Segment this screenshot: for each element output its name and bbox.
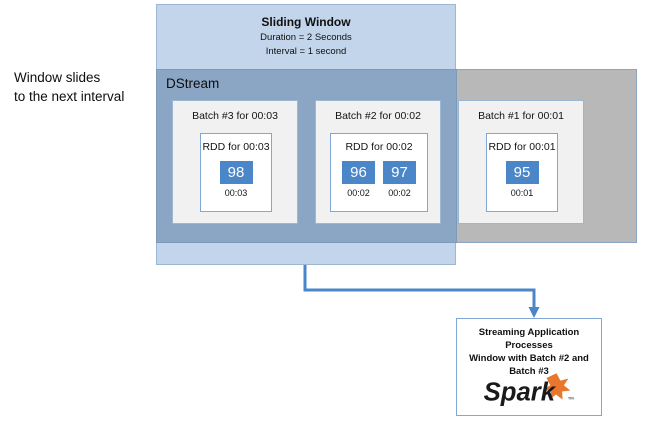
dstream-label: DStream bbox=[166, 76, 220, 91]
window-slides-caption: Window slides to the next interval bbox=[14, 70, 125, 104]
rdd-title: RDD for 00:03 bbox=[202, 141, 270, 153]
rdd-cell-value: 95 bbox=[505, 161, 539, 184]
svg-text:™: ™ bbox=[567, 396, 574, 403]
rdd-title: RDD for 00:01 bbox=[488, 141, 556, 153]
rdd-cells: 95 00:01 bbox=[487, 161, 557, 198]
rdd-cell-time: 00:01 bbox=[510, 188, 534, 198]
rdd-cell: 95 00:01 bbox=[505, 161, 539, 198]
rdd-cell-value: 96 bbox=[342, 161, 375, 184]
rdd-box: RDD for 00:02 96 00:02 97 00:02 bbox=[330, 133, 428, 212]
rdd-cell: 96 00:02 bbox=[342, 161, 375, 198]
rdd-cell-value: 97 bbox=[383, 161, 416, 184]
batch-box-2: Batch #2 for 00:02 RDD for 00:02 96 00:0… bbox=[315, 100, 441, 224]
spark-wordmark: Spark bbox=[484, 378, 557, 406]
rdd-cell-value: 98 bbox=[219, 161, 253, 184]
rdd-title: RDD for 00:02 bbox=[345, 141, 413, 153]
rdd-cells: 98 00:03 bbox=[201, 161, 271, 198]
sliding-window-title: Sliding Window bbox=[261, 15, 351, 29]
batch-title: Batch #2 for 00:02 bbox=[335, 110, 421, 122]
batch-box-3: Batch #3 for 00:03 RDD for 00:03 98 00:0… bbox=[172, 100, 298, 224]
rdd-box: RDD for 00:03 98 00:03 bbox=[200, 133, 272, 212]
spark-logo-icon: Spark ™ bbox=[484, 373, 574, 406]
batch-title: Batch #3 for 00:03 bbox=[192, 110, 278, 122]
rdd-cell-time: 00:03 bbox=[224, 188, 248, 198]
streaming-application-text: Streaming Application Processes Window w… bbox=[469, 327, 589, 377]
rdd-box: RDD for 00:01 95 00:01 bbox=[486, 133, 558, 212]
rdd-cell: 98 00:03 bbox=[219, 161, 253, 198]
batch-box-1: Batch #1 for 00:01 RDD for 00:01 95 00:0… bbox=[458, 100, 584, 224]
sliding-window-duration: Duration = 2 Seconds bbox=[260, 32, 352, 43]
rdd-cell-time: 00:02 bbox=[347, 188, 370, 198]
batch-title: Batch #1 for 00:01 bbox=[478, 110, 564, 122]
rdd-cell-time: 00:02 bbox=[388, 188, 411, 198]
sliding-window-interval: Interval = 1 second bbox=[265, 46, 347, 57]
rdd-cell: 97 00:02 bbox=[383, 161, 416, 198]
rdd-cells: 96 00:02 97 00:02 bbox=[331, 161, 427, 198]
streaming-application-output-box: Streaming Application Processes Window w… bbox=[456, 318, 602, 416]
